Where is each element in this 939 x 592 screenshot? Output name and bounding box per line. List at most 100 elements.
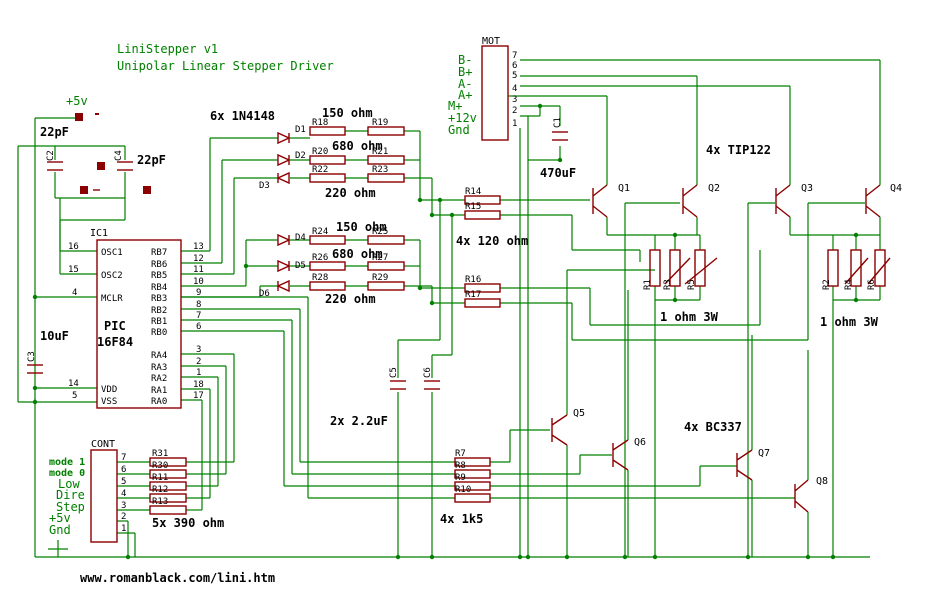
pic-pin-name: RB2 [151,306,167,316]
pic-pin-name: RB6 [151,260,167,270]
cont-pin: Step [56,500,85,514]
capacitor-c3 [27,364,43,374]
r31-ref: R31 [152,449,168,459]
pic-pin-num: 8 [196,300,201,310]
c1-ref: C1 [553,117,563,128]
d5-ref: D5 [295,261,306,271]
pic-pin-name: RA1 [151,386,167,396]
pic-pin-num: 12 [193,254,204,264]
crystal-x1 [80,162,151,194]
r13-ref: R13 [152,497,168,507]
mot-num: 2 [512,106,517,116]
r11-ref: R11 [152,473,168,483]
r680a-label: 680 ohm [332,139,383,153]
pic-pin-num: 1 [196,368,201,378]
c22pf-label-a: 22pF [40,125,69,139]
c22pf-label-b: 22pF [137,153,166,167]
pic-pin-name: RB1 [151,317,167,327]
r21-ref: R21 [372,147,388,157]
r1ohm-label-a: 1 ohm 3W [660,310,719,324]
pic-pin-name: MCLR [101,294,123,304]
cont-num: 2 [121,512,126,522]
wires [17,59,881,558]
capacitor-c4 [117,161,133,171]
resistors-top [309,126,405,291]
pic-pin-num: 15 [68,265,79,275]
mot-num: 6 [512,61,517,71]
pic-pin-num: 6 [196,322,201,332]
c22uf-label: 2x 2.2uF [330,414,388,428]
r14-ref: R14 [465,187,481,197]
pic-pin-name: RA3 [151,363,167,373]
pic-ic-body [96,239,182,409]
q2-ref: Q2 [708,183,720,194]
ground-symbol [48,540,68,557]
pic-pin-name: RB3 [151,294,167,304]
r6-ref: R6 [867,279,877,290]
d3-ref: D3 [259,181,270,191]
r2-ref: R2 [822,279,832,290]
d6-ref: D6 [259,289,270,299]
tip-label: 4x TIP122 [706,143,771,157]
resistors-1k5 [454,457,491,503]
cont-num: 5 [121,477,126,487]
pic-pin-num: 13 [193,242,204,252]
r24-ref: R24 [312,227,328,237]
r28-ref: R28 [312,273,328,283]
mot-pin: +12v [448,111,477,125]
d4-ref: D4 [295,233,306,243]
source-url: www.romanblack.com/lini.htm [80,571,275,585]
cont-pin: mode 0 [49,468,85,479]
mot-num: 4 [512,84,517,94]
pic-pin-name: RB4 [151,283,167,293]
c6-ref: C6 [423,367,433,378]
r1-ref: R1 [643,279,653,290]
r5-ref: R5 [687,279,697,290]
cont-num: 1 [121,524,126,534]
pic-pin-num: 2 [196,357,201,367]
mot-connector [481,45,509,141]
mot-pin: A+ [458,88,472,102]
mot-label: MOT [482,36,500,47]
pic-pin-num: 9 [196,288,201,298]
r680b-label: 680 ohm [332,247,383,261]
capacitor-c2 [47,161,63,171]
pic-pin-name: RB7 [151,248,167,258]
d2-ref: D2 [295,151,306,161]
c2-ref: C2 [46,150,56,161]
q3-ref: Q3 [801,183,813,194]
diodes-label: 6x 1N4148 [210,109,275,123]
r1k5-label: 4x 1k5 [440,512,483,526]
cont-num: 6 [121,465,126,475]
pic-pin-name: OSC2 [101,271,123,281]
pic-pin-name: OSC1 [101,248,123,258]
r220a-label: 220 ohm [325,186,376,200]
cont-pin: Low [58,477,80,491]
c3-ref: C3 [27,351,37,362]
pic-pin-name: RB5 [151,271,167,281]
r4-ref: R4 [844,279,854,290]
r220b-label: 220 ohm [325,292,376,306]
ic1-label: IC1 [90,228,108,239]
tip-transistors [592,184,881,218]
pic-left-pins: 16 OSC1 15 OSC2 4 MCLR 14 VDD 5 VSS [68,242,123,407]
cont-pin-labels: mode 1 mode 0 Low Dire Step +5v Gnd 7 6 … [49,453,126,537]
resistors-390 [149,457,187,515]
r10-ref: R10 [455,485,471,495]
r29-ref: R29 [372,273,388,283]
capacitor-c6 [424,380,440,390]
pic-pin-name: VSS [101,397,117,407]
r26-ref: R26 [312,253,328,263]
pic-pin-num: 16 [68,242,79,252]
c10uf-label: 10uF [40,329,69,343]
mot-num: 7 [512,51,517,61]
mot-pin-labels: B- B+ A- A+ M+ +12v Gnd 7 6 5 4 3 2 1 [448,51,517,137]
pic-pin-num: 3 [196,345,201,355]
q4-ref: Q4 [890,183,902,194]
cont-num: 3 [121,501,126,511]
sense-resistors [649,249,891,287]
plus5v-label: +5v [66,94,88,108]
bc-transistors [551,414,809,513]
d1-ref: D1 [295,125,306,135]
pic-pin-name: RB0 [151,328,167,338]
